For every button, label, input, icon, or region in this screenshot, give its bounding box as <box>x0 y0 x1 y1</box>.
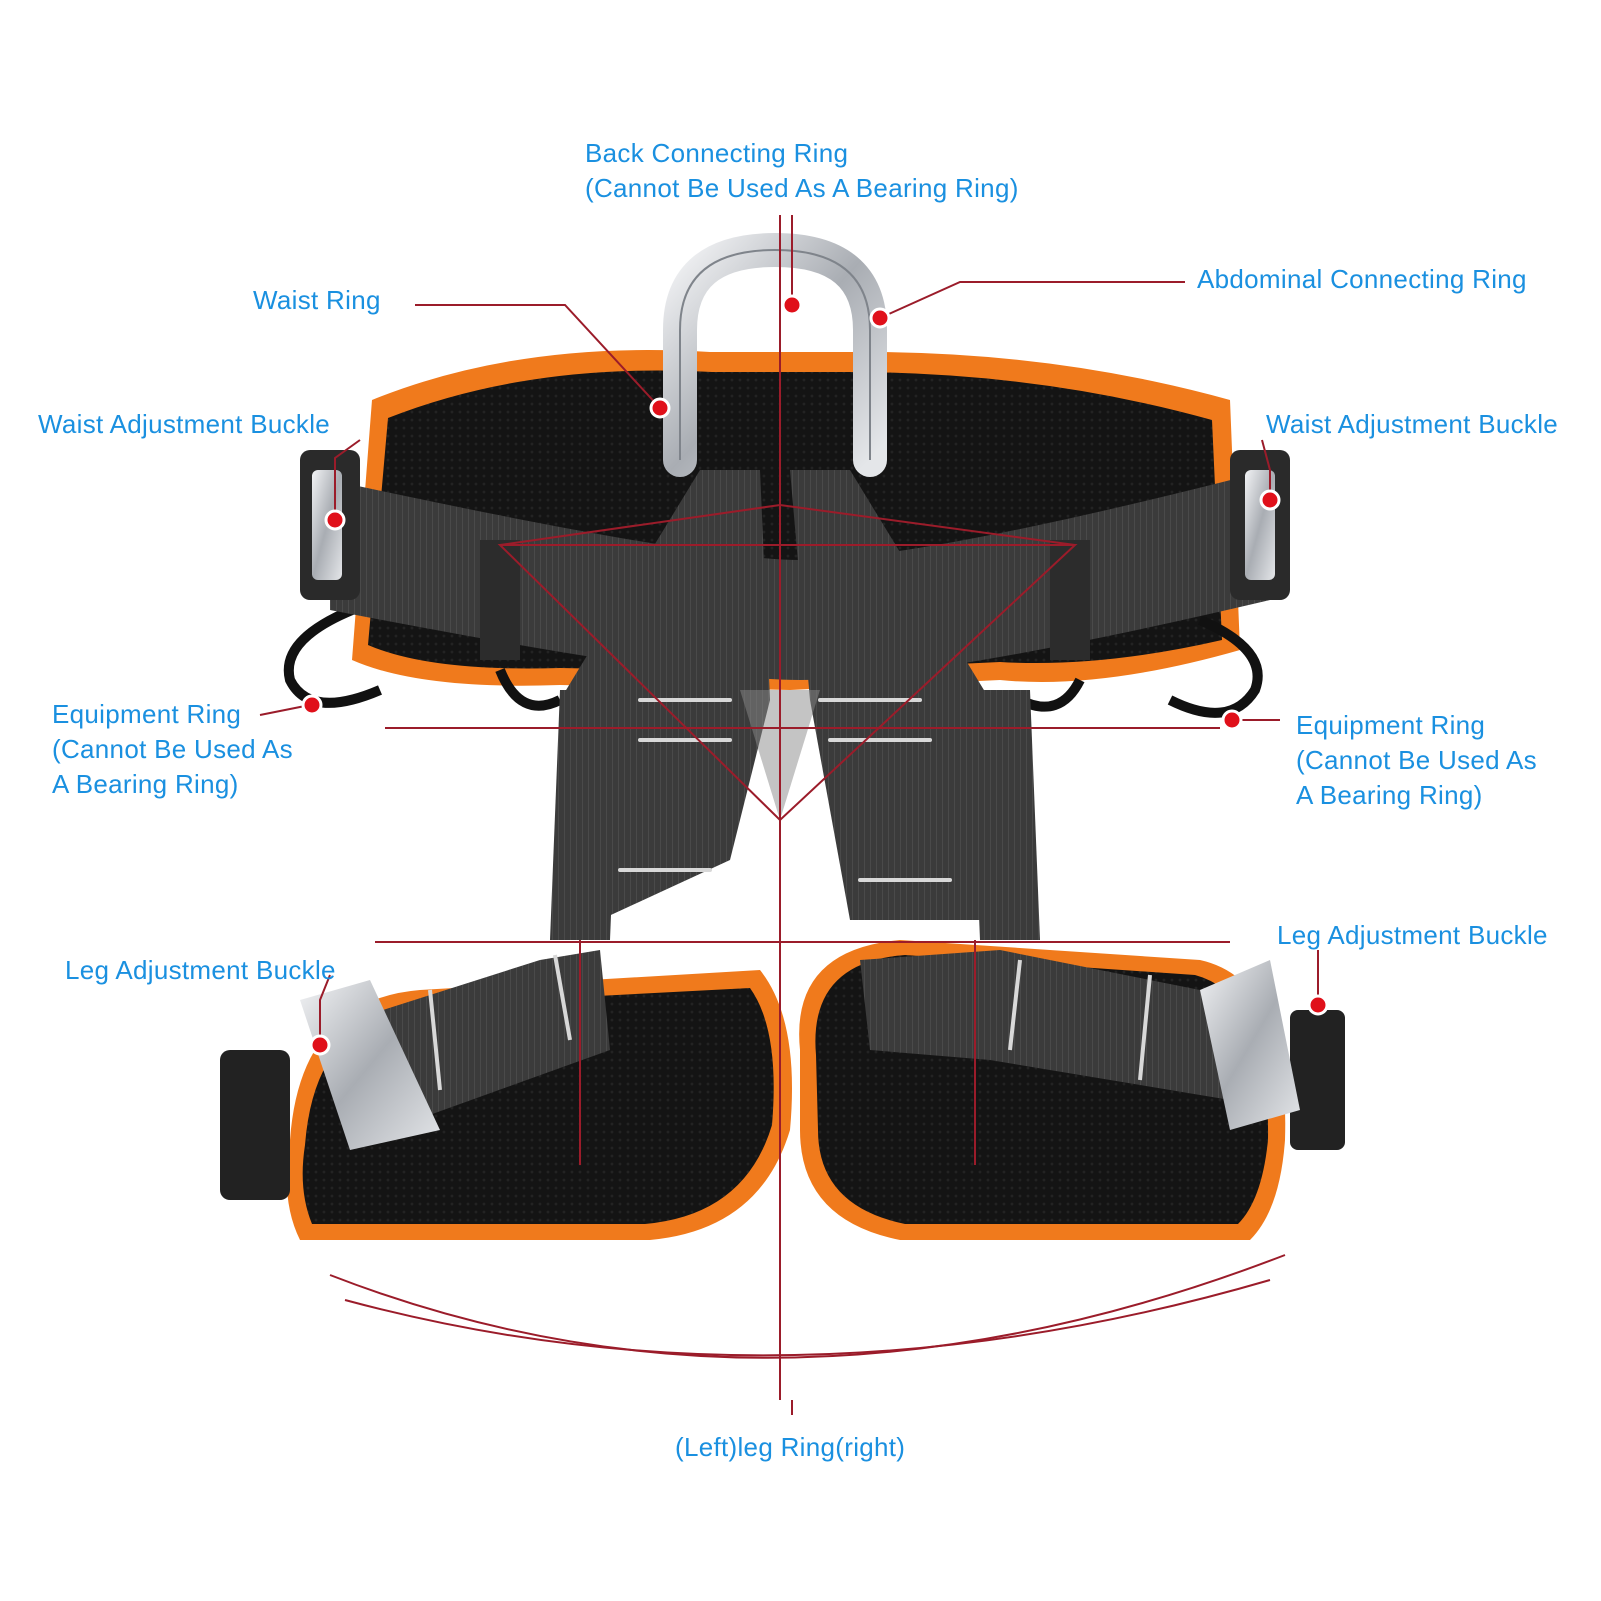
label-equipment-ring-right: Equipment Ring (Cannot Be Used As A Bear… <box>1296 708 1537 813</box>
marker-waist-buckle-left <box>326 511 344 529</box>
leg-loop-right <box>799 940 1345 1240</box>
label-back-ring-line1: Back Connecting Ring <box>585 136 1019 171</box>
label-equipment-right-line3: A Bearing Ring) <box>1296 778 1537 813</box>
marker-back-ring <box>783 296 801 314</box>
label-leg-adjustment-buckle-right: Leg Adjustment Buckle <box>1277 918 1548 953</box>
marker-equipment-left <box>303 696 321 714</box>
marker-waist-buckle-right <box>1261 491 1279 509</box>
label-leg-buckle-left-text: Leg Adjustment Buckle <box>65 953 336 988</box>
label-equipment-left-line1: Equipment Ring <box>52 697 293 732</box>
label-waist-buckle-left-text: Waist Adjustment Buckle <box>38 407 330 442</box>
label-equipment-ring-left: Equipment Ring (Cannot Be Used As A Bear… <box>52 697 293 802</box>
marker-equipment-right <box>1223 711 1241 729</box>
label-equipment-right-line2: (Cannot Be Used As <box>1296 743 1537 778</box>
label-leg-ring: (Left)leg Ring(right) <box>675 1430 905 1465</box>
label-leg-ring-text: (Left)leg Ring(right) <box>675 1430 905 1465</box>
label-leg-adjustment-buckle-left: Leg Adjustment Buckle <box>65 953 336 988</box>
label-leg-buckle-right-text: Leg Adjustment Buckle <box>1277 918 1548 953</box>
label-back-connecting-ring: Back Connecting Ring (Cannot Be Used As … <box>585 136 1019 206</box>
label-back-ring-line2: (Cannot Be Used As A Bearing Ring) <box>585 171 1019 206</box>
label-equipment-left-line3: A Bearing Ring) <box>52 767 293 802</box>
label-equipment-left-line2: (Cannot Be Used As <box>52 732 293 767</box>
label-waist-ring-text: Waist Ring <box>253 283 381 318</box>
marker-abdominal-ring <box>871 309 889 327</box>
label-waist-adjustment-buckle-left: Waist Adjustment Buckle <box>38 407 330 442</box>
label-equipment-right-line1: Equipment Ring <box>1296 708 1537 743</box>
label-waist-ring: Waist Ring <box>253 283 381 318</box>
leg-loop-left <box>220 950 792 1240</box>
marker-leg-buckle-right <box>1309 996 1327 1014</box>
label-waist-adjustment-buckle-right: Waist Adjustment Buckle <box>1266 407 1558 442</box>
marker-waist-ring <box>651 399 669 417</box>
label-waist-buckle-right-text: Waist Adjustment Buckle <box>1266 407 1558 442</box>
label-abdominal-ring-text: Abdominal Connecting Ring <box>1197 262 1527 297</box>
label-abdominal-connecting-ring: Abdominal Connecting Ring <box>1197 262 1527 297</box>
marker-leg-buckle-left <box>311 1036 329 1054</box>
leader-abdominal-ring <box>880 282 1185 318</box>
